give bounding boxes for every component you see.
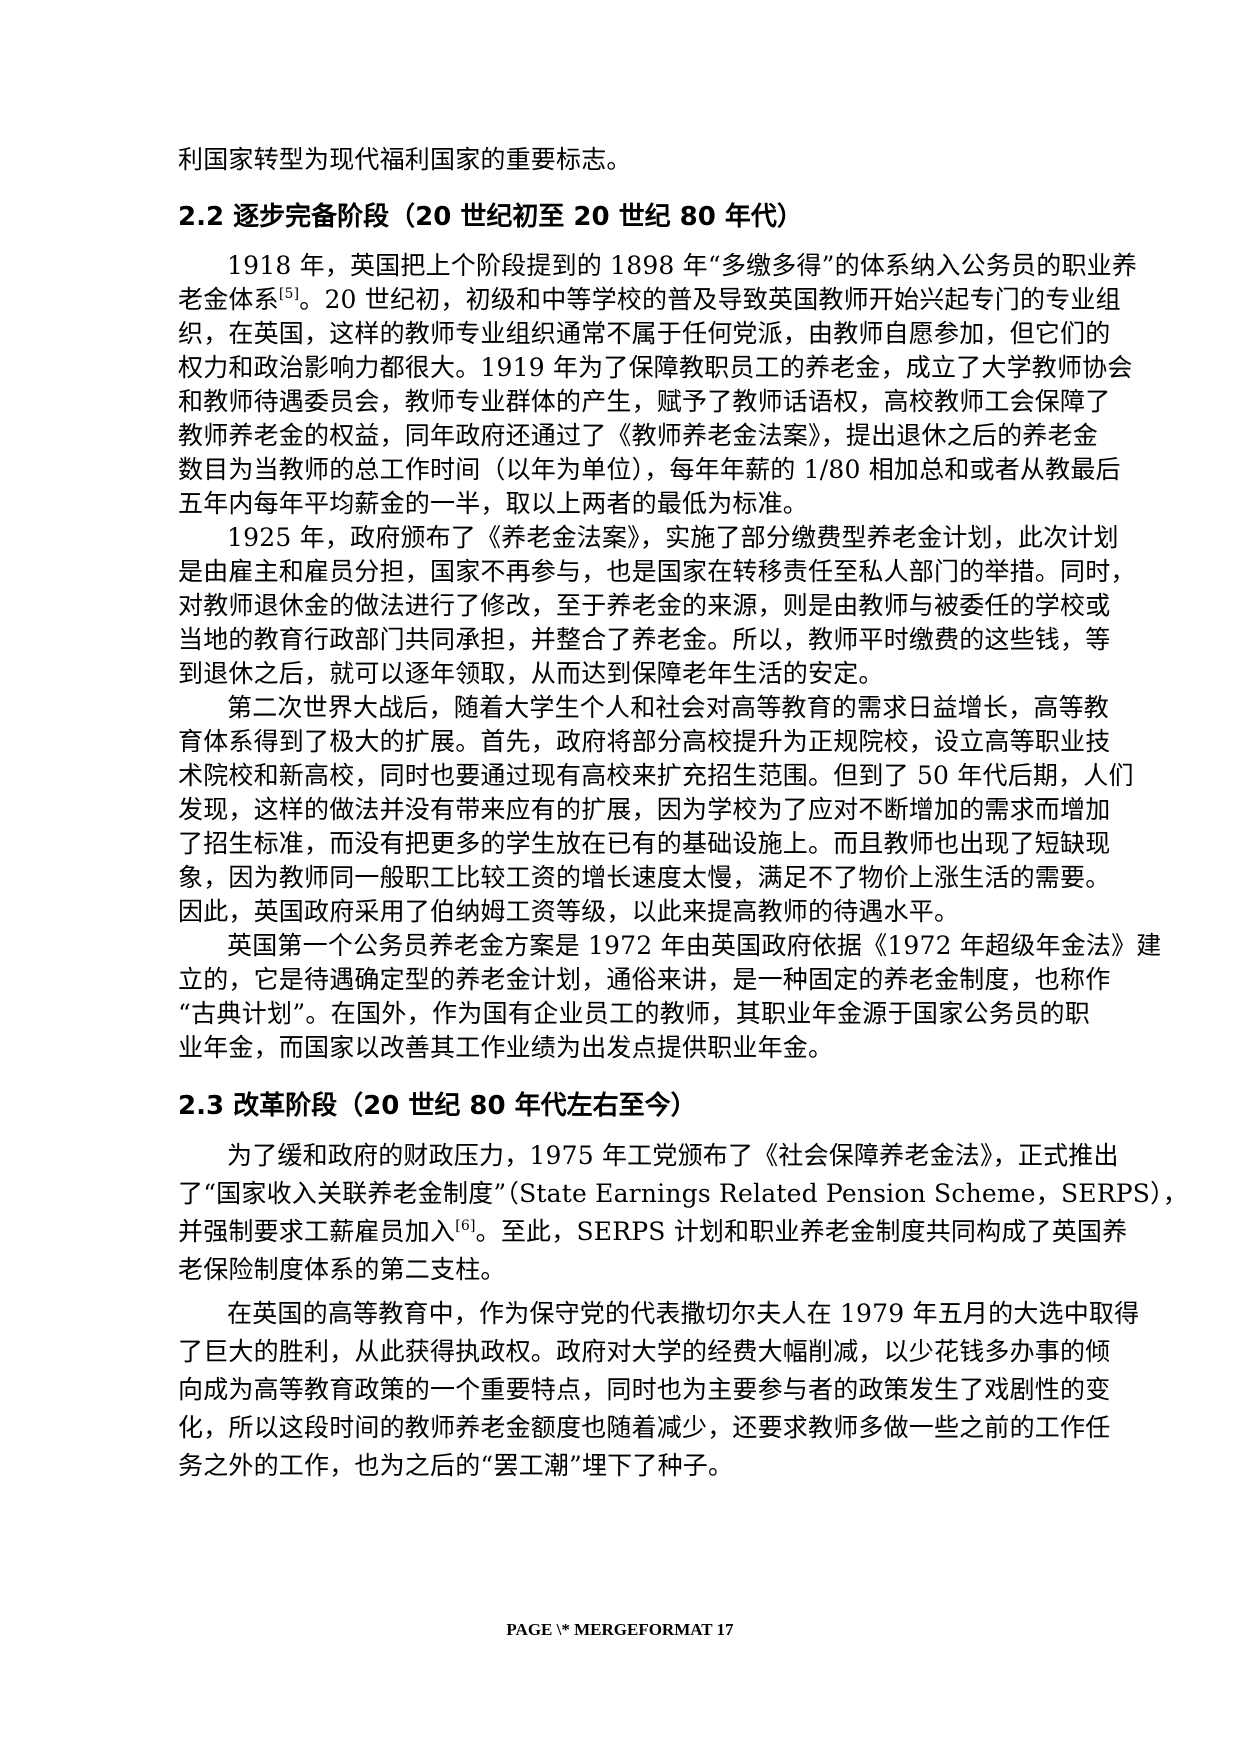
paragraph-line: 育体系得到了极大的扩展。首先，政府将部分高校提升为正规院校，设立高等职业技 [178,727,1111,756]
text-span: 。20 世纪初，初级和中等学校的普及导致英国教师开始兴起专门的专业组 [299,285,1121,314]
paragraph-line: 象，因为教师同一般职工比较工资的增长速度太慢，满足不了物价上涨生活的需要。 [178,863,1111,892]
page-footer: PAGE \* MERGEFORMAT 17 [506,1620,734,1639]
paragraph-line: 对教师退休金的做法进行了修改，至于养老金的来源，则是由教师与被委任的学校或 [178,591,1111,620]
section-heading-2-3: 2.3 改革阶段（20 世纪 80 年代左右至今） [178,1091,697,1121]
paragraph-line: 权力和政治影响力都很大。1919 年为了保障教职员工的养老金，成立了大学教师协会 [178,353,1133,382]
paragraph-line: 英国第一个公务员养老金方案是 1972 年由英国政府依据《1972 年超级年金法… [227,931,1162,960]
text-span: 老金体系 [178,285,279,314]
paragraph-line: 老金体系[5]。20 世纪初，初级和中等学校的普及导致英国教师开始兴起专门的专业… [178,283,1121,317]
citation-ref-6: [6] [455,1218,476,1234]
paragraph-line: 并强制要求工薪雇员加入[6]。至此，SERPS 计划和职业养老金制度共同构成了英… [178,1215,1127,1249]
paragraph-line: 利国家转型为现代福利国家的重要标志。 [178,145,632,174]
paragraph-line: 和教师待遇委员会，教师专业群体的产生，赋予了教师话语权，高校教师工会保障了 [178,387,1111,416]
paragraph-line: 第二次世界大战后，随着大学生个人和社会对高等教育的需求日益增长，高等教 [227,693,1110,722]
paragraph-line: “古典计划”。在国外，作为国有企业员工的教师，其职业年金源于国家公务员的职 [178,999,1090,1028]
paragraph-line: 化，所以这段时间的教师养老金额度也随着减少，还要求教师多做一些之前的工作任 [178,1413,1111,1442]
citation-ref-5: [5] [278,286,300,302]
paragraph-line: 数目为当教师的总工作时间（以年为单位），每年年薪的 1/80 相加总和或者从教最… [178,455,1121,484]
paragraph-line: 在英国的高等教育中，作为保守党的代表撒切尔夫人在 1979 年五月的大选中取得 [227,1299,1140,1328]
paragraph-line: 因此，英国政府采用了伯纳姆工资等级，以此来提高教师的待遇水平。 [178,897,960,926]
paragraph-line: 老保险制度体系的第二支柱。 [178,1255,506,1284]
paragraph-line: 了巨大的胜利，从此获得执政权。政府对大学的经费大幅削减，以少花钱多办事的倾 [178,1337,1111,1366]
paragraph-line: 1918 年，英国把上个阶段提到的 1898 年“多缴多得”的体系纳入公务员的职… [227,251,1138,280]
paragraph-line: 术院校和新高校，同时也要通过现有高校来扩充招生范围。但到了 50 年代后期，人们 [178,761,1134,790]
paragraph-line: 当地的教育行政部门共同承担，并整合了养老金。所以，教师平时缴费的这些钱，等 [178,625,1111,654]
paragraph-line: 了招生标准，而没有把更多的学生放在已有的基础设施上。而且教师也出现了短缺现 [178,829,1111,858]
paragraph-line: 1925 年，政府颁布了《养老金法案》，实施了部分缴费型养老金计划，此次计划 [227,523,1119,552]
paragraph-line: 务之外的工作，也为之后的“罢工潮”埋下了种子。 [178,1451,734,1480]
paragraph-line: 织，在英国，这样的教师专业组织通常不属于任何党派，由教师自愿参加，但它们的 [178,319,1111,348]
paragraph-line: 五年内每年平均薪金的一半，取以上两者的最低为标准。 [178,489,809,518]
text-span: 。至此，SERPS 计划和职业养老金制度共同构成了英国养 [475,1217,1128,1246]
paragraph-line: 立的，它是待遇确定型的养老金计划，通俗来讲，是一种固定的养老金制度，也称作 [178,965,1111,994]
paragraph-line: 发现，这样的做法并没有带来应有的扩展，因为学校为了应对不断增加的需求而增加 [178,795,1111,824]
paragraph-line: 是由雇主和雇员分担，国家不再参与，也是国家在转移责任至私人部门的举措。同时， [178,557,1136,586]
paragraph-line: 业年金，而国家以改善其工作业绩为出发点提供职业年金。 [178,1033,834,1062]
paragraph-line: 到退休之后，就可以逐年领取，从而达到保障老年生活的安定。 [178,659,884,688]
section-heading-2-2: 2.2 逐步完备阶段（20 世纪初至 20 世纪 80 年代） [178,202,803,232]
paragraph-line: 了“国家收入关联养老金制度”（State Earnings Related Pe… [178,1179,1189,1208]
paragraph-line: 教师养老金的权益，同年政府还通过了《教师养老金法案》，提出退休之后的养老金 [178,421,1098,450]
paragraph-line: 为了缓和政府的财政压力，1975 年工党颁布了《社会保障养老金法》，正式推出 [227,1141,1119,1170]
text-span: 并强制要求工薪雇员加入 [178,1217,456,1246]
paragraph-line: 向成为高等教育政策的一个重要特点，同时也为主要参与者的政策发生了戏剧性的变 [178,1375,1111,1404]
